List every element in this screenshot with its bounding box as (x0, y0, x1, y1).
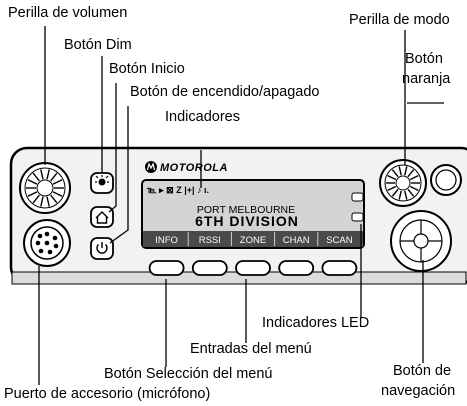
label-menu-select-button: Botón Selección del menú (104, 366, 273, 382)
menu-item-info: INFO (155, 235, 178, 246)
power-button[interactable] (90, 237, 114, 260)
label-led-indicators: Indicadores LED (262, 315, 370, 331)
menu-select-button-3[interactable] (235, 260, 271, 276)
knob-tick (387, 174, 397, 181)
menu-item-rssi: RSSI (199, 235, 221, 246)
knob-tick (32, 194, 40, 204)
label-menu-entries: Entradas del menú (190, 341, 312, 357)
knob-tick (398, 190, 402, 200)
label-home-button: Botón Inicio (109, 61, 185, 77)
status-icons: ℡ ▸ ⊠ Z |+| ♪ ı. (146, 185, 209, 195)
knob-tick (40, 169, 44, 180)
knob-tick (27, 191, 38, 197)
mode-knob[interactable] (379, 159, 427, 207)
leader-lines (38, 26, 444, 385)
knob-tick (404, 166, 408, 176)
navigation-button[interactable] (390, 210, 452, 272)
led-indicators (351, 192, 364, 222)
knob-tick (32, 172, 40, 182)
knob-tick (52, 191, 63, 197)
display-line2: 6TH DIVISION (195, 213, 299, 229)
label-nav-button-2: navegación (381, 383, 456, 399)
volume-knob[interactable] (19, 162, 71, 214)
knob-tick (407, 169, 415, 178)
label-power-button: Botón de encendido/apagado (130, 84, 320, 100)
label-accessory-port: Puerto de accesorio (micrófono) (4, 386, 211, 402)
home-button[interactable] (90, 206, 114, 228)
knob-tick (391, 169, 399, 178)
menu-select-button-2[interactable] (191, 260, 228, 276)
label-mode-knob: Perilla de modo (349, 12, 450, 28)
display: ℡ ▸ ⊠ Z |+| ♪ ı. PORT MELBOURNE 6TH DIVI… (141, 179, 365, 249)
label-orange-button-1: Botón (405, 51, 443, 67)
knob-tick (409, 174, 419, 181)
knob-tick (52, 179, 63, 185)
label-orange-button-2: naranja (402, 71, 451, 87)
orange-button[interactable] (430, 164, 462, 196)
knob-tick (409, 185, 419, 192)
menu-item-scan: SCAN (326, 235, 353, 246)
knob-tick (50, 194, 58, 204)
knob-tick (387, 185, 397, 192)
label-volume-knob: Perilla de volumen (8, 5, 128, 21)
menu-item-zone: ZONE (240, 235, 266, 246)
dim-button[interactable] (90, 172, 114, 194)
knob-tick (46, 196, 50, 207)
knob-tick (398, 166, 402, 176)
knob-tick (40, 196, 44, 207)
label-dim-button: Botón Dim (64, 37, 132, 53)
label-indicators: Indicadores (165, 109, 240, 125)
knob-tick (27, 179, 38, 185)
brand-text: MOTOROLA (160, 162, 228, 174)
knob-tick (404, 190, 408, 200)
knob-tick (46, 169, 50, 180)
accessory-port[interactable] (23, 219, 71, 267)
knob-tick (50, 172, 58, 182)
menu-select-button-5[interactable] (321, 260, 358, 276)
knob-tick (391, 188, 399, 197)
label-nav-button-1: Botón de (393, 363, 452, 379)
motorola-logo: MOTOROLA (145, 161, 228, 174)
menu-select-button-4[interactable] (278, 260, 315, 276)
knob-tick (407, 188, 415, 197)
menu-select-button-1[interactable] (148, 260, 185, 276)
menu-bar (143, 231, 363, 247)
menu-item-chan: CHAN (283, 235, 310, 246)
display-line1: PORT MELBOURNE (197, 204, 295, 216)
